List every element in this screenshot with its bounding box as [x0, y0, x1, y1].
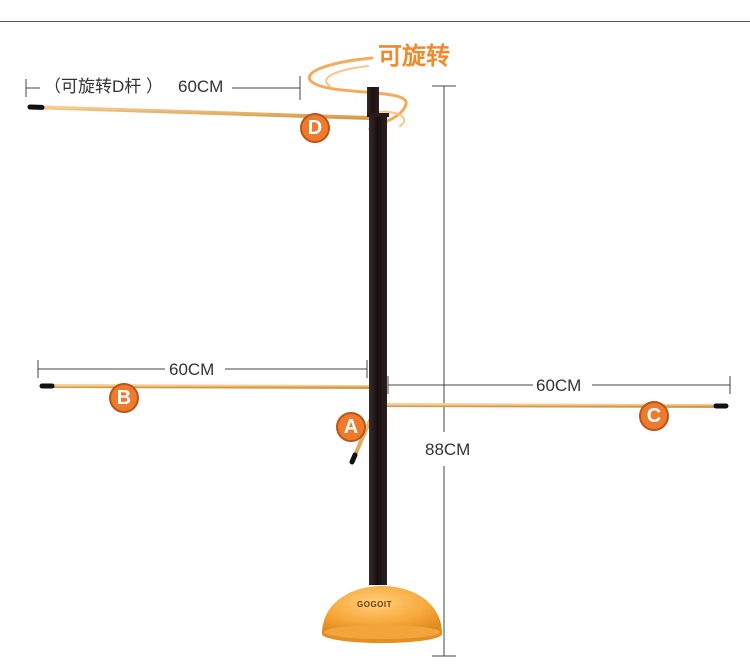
badge-b: B — [109, 383, 139, 413]
b-rod-dimension-line — [37, 360, 368, 378]
weighted-base — [322, 586, 442, 643]
top-divider — [0, 21, 750, 22]
c-rod-length-label: 60CM — [536, 376, 582, 395]
b-rod-length-label: 60CM — [169, 360, 215, 379]
height-label: 88CM — [425, 440, 471, 459]
d-rod-dimension-line — [25, 76, 301, 100]
pole — [367, 87, 389, 585]
badge-a: A — [336, 412, 366, 442]
height-dimension-line — [432, 85, 456, 657]
base-logo: GOGOIT — [357, 600, 392, 609]
d-rod-length-label: 60CM — [178, 77, 224, 96]
badge-c: C — [639, 401, 669, 431]
rotatable-label: 可旋转 — [378, 42, 450, 70]
d-rod-note: （可旋转D杆 ） — [44, 77, 163, 96]
b-rod — [39, 383, 372, 389]
c-rod — [382, 403, 729, 409]
badge-d: D — [300, 113, 330, 143]
c-rod-dimension-line — [387, 376, 731, 394]
